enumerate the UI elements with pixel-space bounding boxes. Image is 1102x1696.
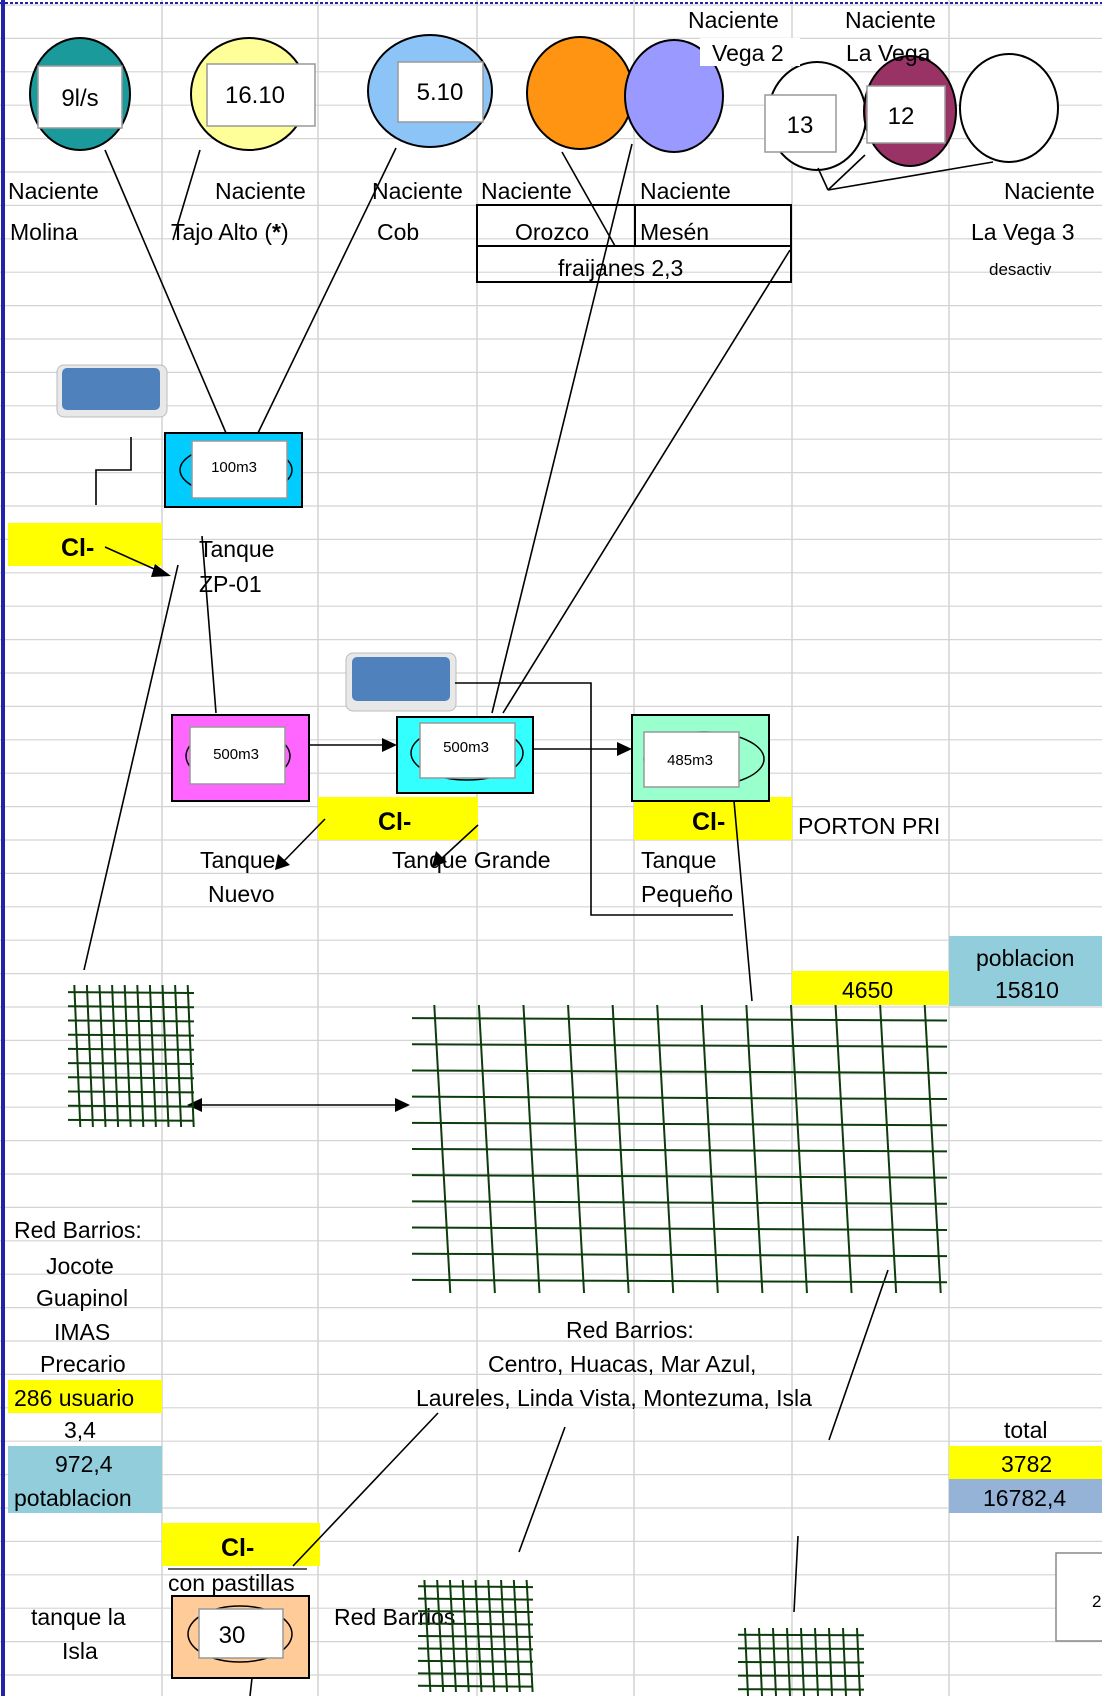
spring-orozco-label1: Naciente <box>481 178 572 204</box>
poblacion-value: 15810 <box>995 977 1059 1003</box>
spring-mesen-label1: Naciente <box>640 178 731 204</box>
tank-isla-label2: Isla <box>62 1638 98 1664</box>
connector-lines <box>83 143 994 1696</box>
spring-mesen-label2: Mesén <box>640 219 709 245</box>
cl-fill-2 <box>318 797 478 840</box>
cl-fill-4 <box>162 1523 320 1566</box>
spring-lavega-label1: Naciente <box>845 7 936 33</box>
tank-pequeno-label2: Pequeño <box>641 881 733 907</box>
spring-vega3-circle <box>959 53 1059 163</box>
spring-molina-label1: Naciente <box>8 178 99 204</box>
tank-zp01-label1: Tanque <box>199 536 274 562</box>
cl-label-4: Cl- <box>221 1534 254 1562</box>
spring-molina-label2: Molina <box>10 219 78 245</box>
step-connector <box>95 437 132 505</box>
cl-label-3: Cl- <box>692 808 725 836</box>
spring-vega2-value: 13 <box>787 112 814 139</box>
tank-pequeno-label1: Tanque <box>641 847 716 873</box>
red-left-pop: 972,4 <box>55 1451 113 1477</box>
spring-tajo-label1: Naciente <box>215 178 306 204</box>
cl-fill-3 <box>634 797 792 840</box>
total-label: total <box>1004 1417 1047 1443</box>
spring-vega3-label1: Naciente <box>1004 178 1095 204</box>
red-left-item-1: Jocote <box>46 1253 114 1279</box>
total-value-1: 3782 <box>1001 1451 1052 1477</box>
spring-mesen-circle <box>624 39 724 153</box>
cl-extra-label: con pastillas <box>168 1570 295 1596</box>
red-center-line2: Laureles, Linda Vista, Montezuma, Isla <box>416 1385 812 1411</box>
tank-zp01-label2: ZP-01 <box>199 571 262 597</box>
network-meshes <box>67 984 948 1696</box>
red-left-factor: 3,4 <box>64 1417 96 1443</box>
red-left-item-4: Precario <box>40 1351 126 1377</box>
red-center-title: Red Barrios: <box>566 1317 694 1343</box>
spring-molina-value: 9l/s <box>61 85 98 112</box>
spring-vega3-status: desactiv <box>989 260 1052 279</box>
partial-box <box>1055 1552 1102 1642</box>
red-center-line1: Centro, Huacas, Mar Azul, <box>488 1351 756 1377</box>
spring-cob-label2: Cob <box>377 219 419 245</box>
red-left-item-2: Guapinol <box>36 1285 128 1311</box>
tank-grande-label: Tanque Grande <box>392 847 551 873</box>
total-value-2: 16782,4 <box>983 1485 1066 1511</box>
spring-orozco-label2: Orozco <box>515 219 589 245</box>
tank-nuevo-label2: Nuevo <box>208 881 274 907</box>
poblacion-fill <box>949 936 1102 1006</box>
tank-pequeno-volume: 485m3 <box>667 752 713 769</box>
spring-vega2-label1: Naciente <box>688 7 779 33</box>
spring-tajo-value: 16.10 <box>225 82 285 109</box>
total-2-fill <box>949 1479 1102 1513</box>
tank-isla-label1: tanque la <box>31 1604 126 1630</box>
spring-lavega-label2: La Vega <box>846 40 931 66</box>
spring-vega2-label2: Vega 2 <box>712 40 784 66</box>
value-4650: 4650 <box>842 977 893 1003</box>
red-left-title: Red Barrios: <box>14 1217 142 1243</box>
spring-lavega-value: 12 <box>888 103 915 130</box>
spring-tajo-label2: Tajo Alto (*) <box>171 219 289 245</box>
red-left-pop-label: potablacion <box>14 1485 132 1511</box>
spring-cob-value: 5.10 <box>417 79 464 106</box>
spring-vega3-label2: La Vega 3 <box>971 219 1075 245</box>
value-4650-fill <box>792 971 949 1005</box>
total-1-fill <box>949 1446 1102 1479</box>
poblacion-label: poblacion <box>976 945 1074 971</box>
users-fill <box>8 1380 162 1413</box>
fraijanes-label: fraijanes 2,3 <box>558 255 683 281</box>
cl-label-2: Cl- <box>378 808 411 836</box>
pop-fill <box>8 1446 162 1513</box>
tank-zp01-volume: 100m3 <box>211 459 257 476</box>
red-left-users: 286 usuario <box>14 1385 134 1411</box>
porton-label: PORTON PRI <box>798 813 940 839</box>
tank-nuevo-volume: 500m3 <box>213 746 259 763</box>
tank-nuevo-label1: Tanque <box>200 847 275 873</box>
tank-grande-volume: 500m3 <box>443 739 489 756</box>
partial-box-value: 2 <box>1092 1592 1101 1611</box>
spring-cob-label1: Naciente <box>372 178 463 204</box>
cl-label-1: Cl- <box>61 534 94 562</box>
red-bottom-label: Red Barrios <box>334 1604 455 1630</box>
tank-isla-volume: 30 <box>219 1622 246 1649</box>
red-left-item-3: IMAS <box>54 1319 110 1345</box>
cl-fill-1 <box>8 523 162 566</box>
spring-orozco-circle <box>526 36 634 150</box>
